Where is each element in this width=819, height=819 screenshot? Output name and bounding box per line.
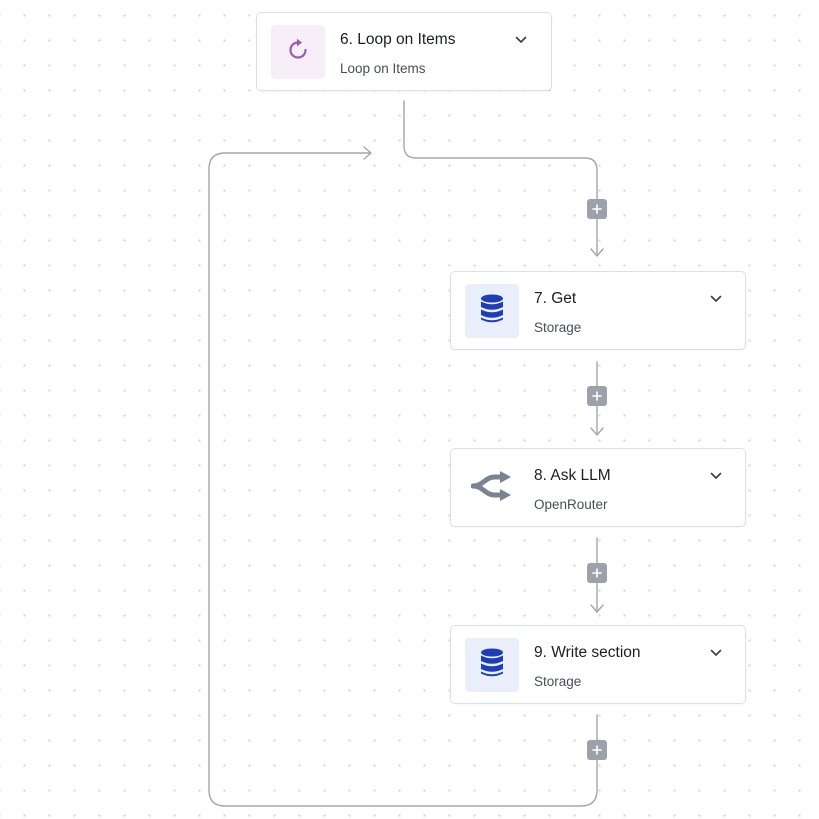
arrow-head-3	[590, 604, 604, 613]
chevron-down-icon[interactable]	[709, 469, 723, 483]
step-title: 7. Get	[534, 290, 577, 307]
step-subtitle: OpenRouter	[534, 497, 608, 512]
openrouter-icon	[470, 469, 513, 508]
plus-icon	[592, 391, 602, 401]
step-icon-box	[271, 25, 325, 79]
database-icon	[480, 648, 504, 683]
chevron-down-icon[interactable]	[709, 646, 723, 660]
connector-loop-to-branch	[403, 100, 598, 255]
step-card-get[interactable]: 7. Get Storage	[450, 271, 746, 350]
plus-icon	[592, 568, 602, 578]
step-subtitle: Storage	[534, 320, 582, 335]
step-subtitle: Loop on Items	[340, 61, 426, 76]
step-card-loop-on-items[interactable]: 6. Loop on Items Loop on Items	[256, 12, 552, 91]
add-step-button[interactable]	[587, 740, 607, 760]
step-card-write-section[interactable]: 9. Write section Storage	[450, 625, 746, 704]
connector-loop-back	[208, 152, 598, 807]
step-subtitle: Storage	[534, 674, 582, 689]
add-step-button[interactable]	[587, 386, 607, 406]
plus-icon	[592, 745, 602, 755]
step-title: 9. Write section	[534, 644, 641, 661]
arrow-head-2	[590, 427, 604, 436]
chevron-down-icon[interactable]	[514, 33, 528, 47]
database-icon	[480, 294, 504, 329]
step-icon-box	[465, 461, 519, 515]
step-title: 8. Ask LLM	[534, 467, 611, 484]
chevron-down-icon[interactable]	[709, 292, 723, 306]
add-step-button[interactable]	[587, 199, 607, 219]
step-icon-box	[465, 284, 519, 338]
arrow-head-1	[590, 248, 604, 257]
step-title: 6. Loop on Items	[340, 31, 456, 48]
loop-icon	[285, 37, 311, 68]
plus-icon	[592, 204, 602, 214]
arrow-head-loop-back	[363, 146, 372, 160]
step-card-ask-llm[interactable]: 8. Ask LLM OpenRouter	[450, 448, 746, 527]
add-step-button[interactable]	[587, 563, 607, 583]
step-icon-box	[465, 638, 519, 692]
